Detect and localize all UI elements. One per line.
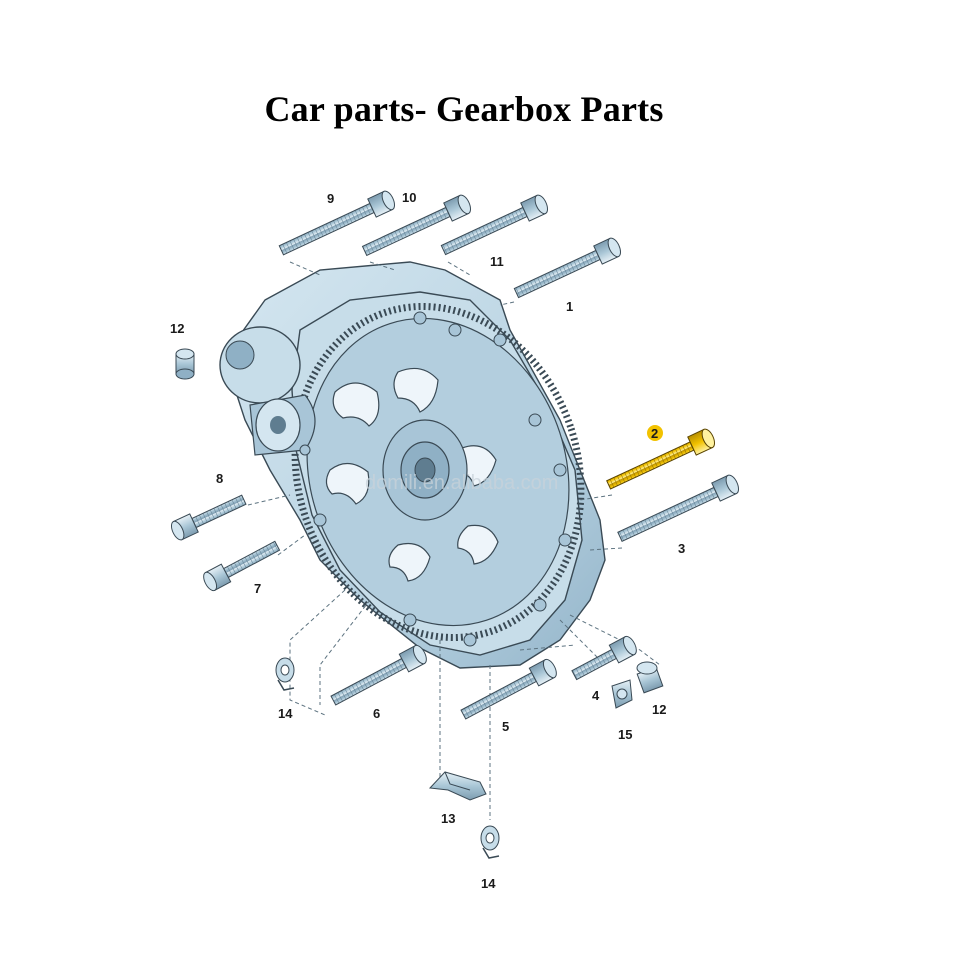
callout-12-right: 12 (652, 702, 666, 717)
nut-plate-15 (611, 679, 633, 709)
bolt-2-highlighted (606, 428, 716, 490)
clip-14-bottom (480, 825, 500, 859)
callout-15: 15 (618, 727, 632, 742)
bracket-13 (428, 771, 487, 801)
bolt-3 (617, 474, 740, 542)
callout-3: 3 (678, 541, 685, 556)
callout-5: 5 (502, 719, 509, 734)
bolt-1 (513, 237, 622, 299)
callout-9: 9 (327, 191, 334, 206)
bolt-7 (203, 540, 281, 592)
callout-13: 13 (441, 811, 455, 826)
sleeve-12-left (175, 348, 195, 380)
leader-lines (247, 261, 661, 820)
page-title: Car parts- Gearbox Parts (264, 89, 664, 129)
callout-12-left: 12 (170, 321, 184, 336)
callout-1: 1 (566, 299, 573, 314)
watermark-text: domili.en.alibaba.com (365, 472, 558, 494)
callout-8: 8 (216, 471, 223, 486)
bolt-4 (571, 635, 637, 681)
callout-4: 4 (592, 688, 600, 703)
callout-10: 10 (402, 190, 416, 205)
bolt-10 (361, 194, 472, 257)
callout-labels: 9 10 11 1 12 2 8 3 7 4 12 14 6 5 15 13 1… (170, 190, 685, 891)
bolt-6 (330, 644, 427, 706)
callout-2: 2 (651, 426, 658, 441)
callout-2-badge (647, 425, 663, 441)
gearbox-housing (219, 261, 606, 669)
callout-14-bottom: 14 (481, 876, 496, 891)
bolt-5 (460, 658, 557, 720)
clip-14-left (275, 657, 295, 691)
callout-6: 6 (373, 706, 380, 721)
callout-14-left: 14 (278, 706, 293, 721)
callout-7: 7 (254, 581, 261, 596)
bolt-9 (278, 190, 396, 256)
bolt-11 (440, 194, 549, 256)
bolt-8 (170, 494, 247, 541)
sleeve-12-right (636, 661, 664, 694)
callout-11: 11 (490, 254, 504, 269)
